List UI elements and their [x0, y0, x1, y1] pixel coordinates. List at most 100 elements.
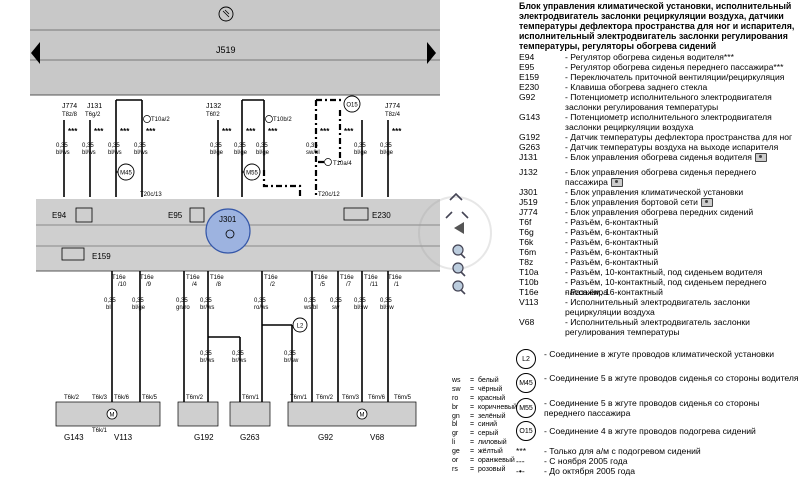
g143-v113-unit	[55, 401, 161, 427]
svg-text:M45: M45	[120, 171, 132, 177]
color-name: коричневый	[478, 403, 517, 411]
legend-desc: Регулятор обогрева сиденья водителя***	[565, 52, 799, 62]
legend-desc: Блок управления бортовой сети	[565, 197, 799, 208]
color-abbr: li	[452, 439, 456, 447]
connection-badge: O15	[516, 421, 536, 441]
color-abbr: bl	[452, 421, 458, 429]
t10a4-label: T10a/4	[333, 161, 352, 167]
legend-desc: Блок управления обогрева сиденья передне…	[565, 167, 799, 188]
g192-label: G192	[194, 433, 214, 442]
t6g2-label: T6g/2	[85, 112, 101, 118]
svg-text:sw/bl: sw/bl	[306, 150, 320, 156]
svg-text:bl/ge: bl/ge	[354, 150, 368, 156]
svg-text:T16e: T16e	[264, 275, 278, 281]
camera-icon[interactable]	[700, 198, 713, 208]
svg-text:0,35: 0,35	[108, 143, 120, 149]
color-key-row: li=лиловый	[452, 439, 507, 447]
j131-label: J131	[87, 103, 102, 110]
color-name: оранжевый	[478, 457, 515, 465]
color-name: зелёный	[478, 412, 506, 420]
legend-code: T8z	[519, 257, 534, 267]
connection-desc: Соединение 4 в жгуте проводов подогрева …	[544, 426, 800, 436]
note-symbol: -•-	[516, 466, 525, 476]
svg-text:/8: /8	[216, 282, 222, 288]
zoom-icon[interactable]	[452, 262, 464, 274]
legend-code: J301	[519, 187, 538, 197]
g192-unit	[177, 401, 219, 427]
color-abbr: rs	[452, 465, 458, 473]
legend-code: T6g	[519, 227, 534, 237]
color-abbr: or	[452, 457, 459, 465]
color-key-row: gr=серый	[452, 430, 499, 438]
svg-text:bl/ge: bl/ge	[210, 150, 224, 156]
svg-text:bl/sw: bl/sw	[380, 305, 394, 311]
svg-text:***: ***	[246, 127, 256, 136]
svg-text:T16e: T16e	[210, 275, 224, 281]
e230-label: E230	[372, 211, 391, 220]
svg-text:***: ***	[344, 127, 354, 136]
scroll-right-arrow-icon[interactable]	[427, 42, 436, 64]
color-abbr: sw	[452, 385, 461, 393]
svg-text:br/sw: br/sw	[284, 358, 299, 364]
svg-text:M: M	[110, 413, 115, 419]
legend-desc: Регулятор обогрева сиденья переднего пас…	[565, 62, 799, 72]
legend-desc: Разъём, 6-контактный	[565, 257, 799, 267]
connection-badge: M45	[516, 373, 536, 393]
pan-up-icon[interactable]	[449, 192, 463, 201]
legend-desc: Исполнительный электродвигатель заслонки…	[565, 297, 799, 317]
legend-desc: Блок управления обогрева сиденья водител…	[565, 152, 799, 163]
legend-code: T6k	[519, 237, 534, 247]
color-key-row: bl=синий	[452, 421, 498, 429]
svg-text:0,35: 0,35	[104, 298, 116, 304]
note-desc: До октября 2005 года	[544, 466, 635, 476]
legend-desc: Разъём, 6-контактный	[565, 227, 799, 237]
note-symbol: ---	[516, 456, 525, 466]
zoom-in-icon[interactable]	[452, 244, 464, 256]
svg-text:M55: M55	[246, 171, 258, 177]
diagram-nav-controls	[440, 188, 492, 298]
color-name: серый	[478, 430, 499, 438]
legend-code: J132	[519, 167, 538, 177]
t8z4-label: T8z/4	[385, 112, 401, 118]
svg-text:M: M	[360, 413, 365, 419]
m55-connection	[243, 163, 261, 181]
svg-text:0,35: 0,35	[200, 351, 212, 357]
color-abbr: gr	[452, 430, 459, 438]
svg-text:0,35: 0,35	[284, 351, 296, 357]
svg-text:O15: O15	[346, 103, 358, 109]
svg-text:0,35: 0,35	[56, 143, 68, 149]
svg-text:T6k/3: T6k/3	[92, 395, 108, 401]
zoom-out-icon[interactable]	[452, 280, 464, 292]
pan-down-icon[interactable]	[454, 222, 464, 234]
svg-text:0,35: 0,35	[354, 298, 366, 304]
svg-text:0,35: 0,35	[256, 143, 268, 149]
camera-icon[interactable]	[754, 153, 767, 163]
svg-text:0,35: 0,35	[176, 298, 188, 304]
svg-text:0,35: 0,35	[380, 298, 392, 304]
j301-highlight[interactable]	[205, 208, 251, 254]
legend-code: J774	[519, 207, 538, 217]
color-name: розовый	[478, 465, 506, 473]
legend-title: Блок управления климатической установки,…	[519, 1, 795, 51]
scroll-left-arrow-icon[interactable]	[31, 42, 40, 64]
color-abbr: gn	[452, 412, 460, 420]
camera-icon[interactable]	[610, 178, 623, 188]
wiring-diagram: J519 J774 T8z/8 J131 T6g/2 T10a/2 J132 T…	[30, 0, 440, 442]
svg-text:0,35: 0,35	[234, 143, 246, 149]
svg-text:bl/ge: bl/ge	[380, 150, 394, 156]
t6f2-label: T6f/2	[206, 112, 220, 118]
pan-left-icon[interactable]	[445, 211, 453, 219]
svg-text:T16e: T16e	[340, 275, 354, 281]
svg-text:0,35: 0,35	[132, 298, 144, 304]
svg-text:/7: /7	[346, 282, 352, 288]
legend-code: E95	[519, 62, 535, 72]
t20c13-label: T20c/13	[140, 192, 162, 198]
svg-text:T6k/5: T6k/5	[142, 395, 158, 401]
color-name: чёрный	[478, 385, 503, 393]
legend-code: J519	[519, 197, 538, 207]
svg-text:sw: sw	[332, 305, 340, 311]
j774-left-label: J774	[62, 103, 77, 110]
t8z8-label: T8z/8	[62, 112, 78, 118]
pan-right-icon[interactable]	[461, 211, 469, 219]
